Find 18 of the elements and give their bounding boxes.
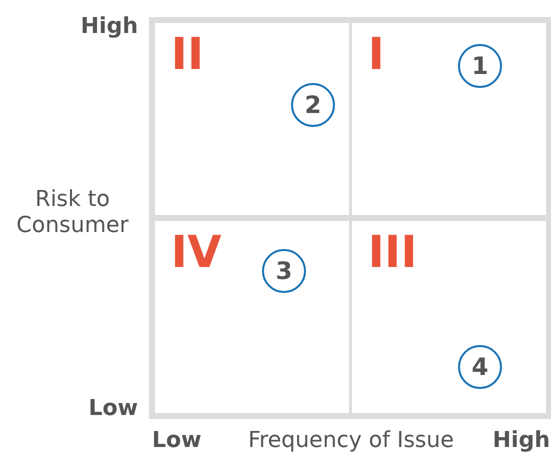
numbered-circle: 3 [262,249,306,293]
axis-title: Risk to Consumer [15,187,130,239]
quadrant-panel [155,221,349,413]
numbered-circle: 2 [291,83,335,127]
axis-end-label: High [492,428,550,454]
quadrant-panel [352,23,546,215]
axis-end-label: High [80,14,138,40]
numbered-circle: 1 [458,44,502,88]
quadrant-numeral: III [368,229,418,277]
axis-end-label: Low [88,396,138,422]
numbered-circle: 4 [458,345,502,389]
quadrant-numeral: II [171,31,204,79]
quadrant-panel [352,221,546,413]
axis-title: Frequency of Issue [247,428,455,454]
quadrant-panel [155,23,349,215]
axis-end-label: Low [152,428,202,454]
quadrant-numeral: IV [171,229,222,277]
quadrant-numeral: I [368,31,384,79]
